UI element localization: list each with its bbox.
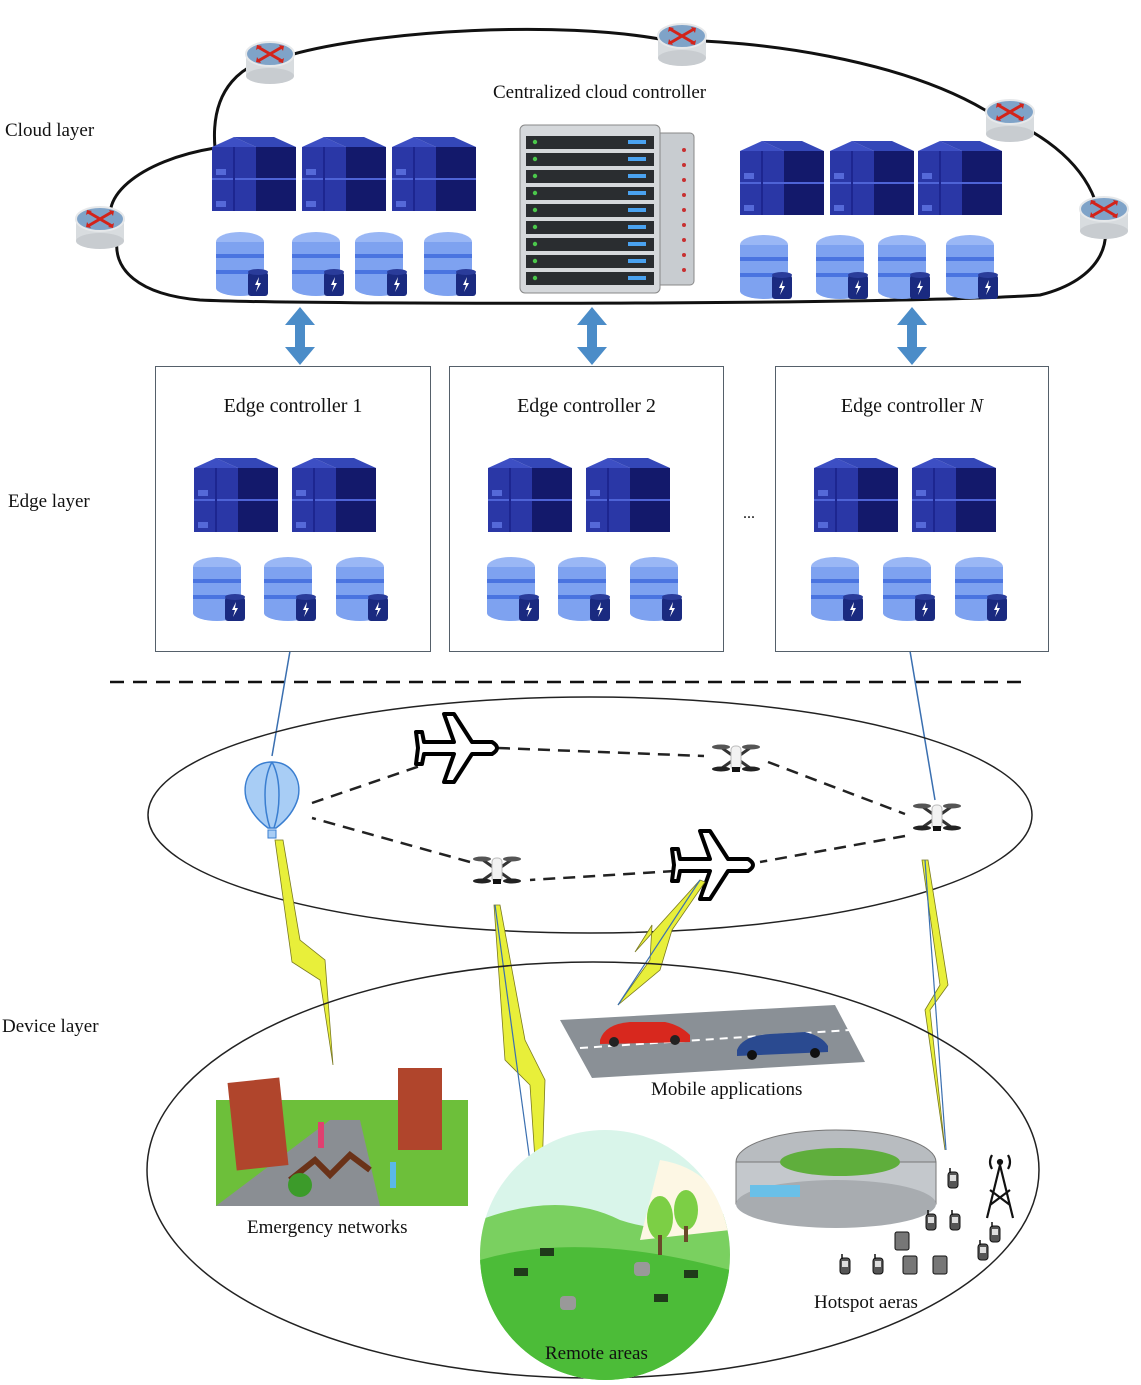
stadium-illustration [735, 1129, 937, 1228]
link-line [924, 859, 947, 1151]
road-with-cars-illustration [560, 1005, 865, 1078]
cloud-layer-label: Cloud layer [5, 120, 95, 141]
device-layer-label: Device layer [2, 1016, 99, 1037]
database-icon [355, 232, 407, 296]
edge-controller-title: Edge controller N [776, 395, 1048, 418]
server-stack-icon [917, 140, 1003, 216]
bidirectional-arrow-icon [897, 307, 927, 365]
link-line [271, 650, 291, 757]
edge-controller-index: N [969, 395, 984, 417]
airplane-icon [414, 712, 499, 784]
edge-controller-title-prefix: Edge controller [840, 395, 970, 417]
mobile-applications-label: Mobile applications [651, 1079, 803, 1100]
bidirectional-arrow-icon [285, 307, 315, 365]
edge-ellipsis: ... [743, 505, 755, 522]
cell-tower-icon [985, 1154, 1015, 1219]
emergency-scene-illustration [216, 1068, 468, 1206]
database-icon [292, 232, 344, 296]
cloud-outline [108, 27, 1107, 305]
link-line [617, 879, 701, 1006]
drone-icon [710, 743, 762, 774]
edge-controller-box[interactable]: Edge controller 1 [155, 366, 431, 652]
database-icon [424, 232, 476, 296]
router-icon [74, 205, 126, 251]
router-icon [984, 98, 1036, 144]
server-stack-icon [739, 140, 825, 216]
drone-icon [471, 855, 523, 886]
edge-controller-box[interactable]: Edge controller N [775, 366, 1049, 652]
airplane-icon [670, 829, 755, 901]
server-stack-icon [391, 136, 477, 212]
server-stack-icon [211, 136, 297, 212]
edge-layer-label: Edge layer [8, 491, 90, 512]
drone-icon [911, 802, 963, 833]
router-icon [1078, 195, 1130, 241]
database-icon [216, 232, 268, 296]
database-icon [946, 235, 998, 299]
database-icon [816, 235, 868, 299]
aerial-links [311, 746, 906, 882]
rack-server-icon [519, 124, 695, 294]
remote-area-illustration [480, 1130, 730, 1380]
air-layer-ellipse [147, 696, 1033, 934]
cloud-controller-label: Centralized cloud controller [493, 82, 707, 103]
bidirectional-arrow-icon [577, 307, 607, 365]
wireless-link-icon [921, 859, 949, 1151]
server-stack-icon [301, 136, 387, 212]
edge-controller-title: Edge controller 1 [223, 395, 363, 417]
emergency-networks-label: Emergency networks [247, 1217, 408, 1238]
router-icon [656, 22, 708, 68]
mobile-devices-cluster [839, 1167, 1001, 1275]
server-stack-icon [829, 140, 915, 216]
database-icon [878, 235, 930, 299]
wireless-link-icon [274, 839, 334, 1066]
remote-areas-label: Remote areas [545, 1343, 648, 1364]
edge-controller-box[interactable]: Edge controller 2 [449, 366, 724, 652]
database-icon [740, 235, 792, 299]
router-icon [244, 40, 296, 86]
link-line [909, 650, 936, 801]
balloon-icon [244, 761, 300, 839]
wireless-link-icon [617, 879, 706, 1006]
hotspot-areas-label: Hotspot aeras [814, 1292, 918, 1313]
edge-controller-title: Edge controller 2 [517, 395, 656, 417]
